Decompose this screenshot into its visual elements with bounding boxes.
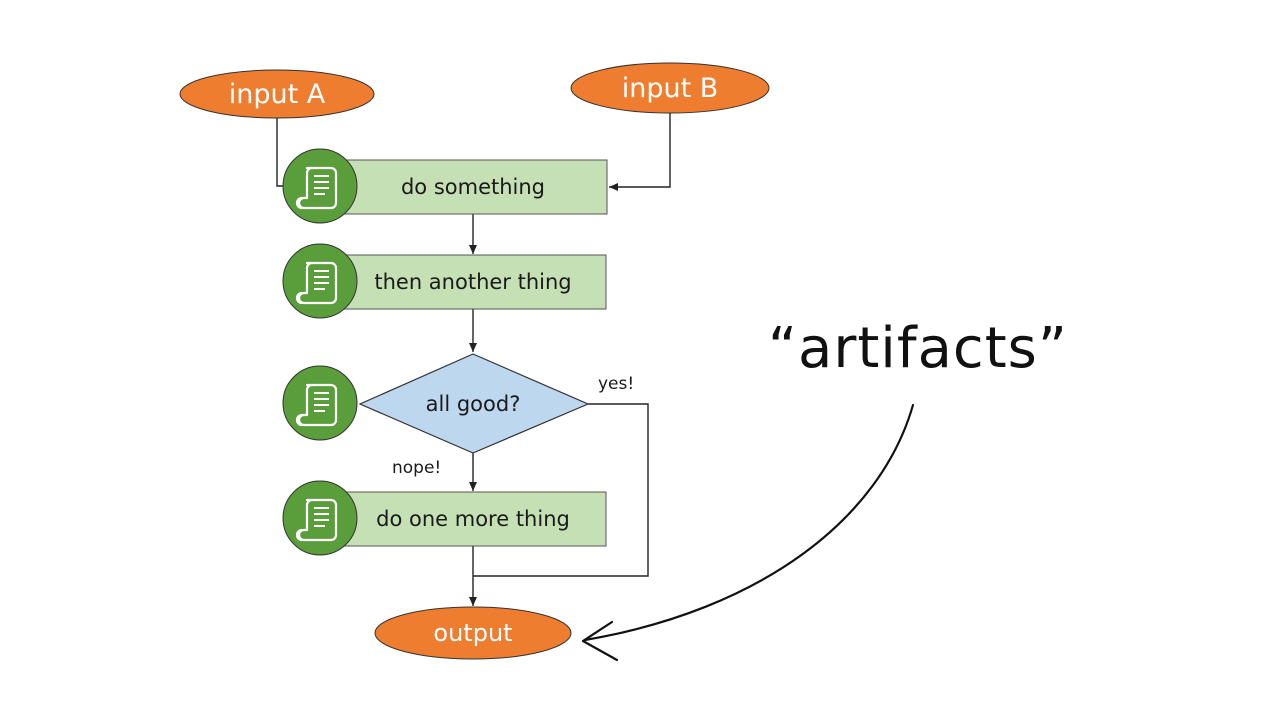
decision-diamond <box>358 353 590 454</box>
step3-label: do one more thing <box>376 507 570 531</box>
step1-label: do something <box>400 175 546 199</box>
annotation-arrowhead <box>581 620 619 662</box>
output-node <box>374 606 572 660</box>
nope-edge-label: nope! <box>392 458 442 478</box>
edge-input-b-to-step1 <box>609 112 671 191</box>
step3-box <box>321 491 607 547</box>
yes-edge-label: yes! <box>598 374 635 394</box>
scroll-icon <box>282 243 358 319</box>
edge-decision-yes <box>473 403 649 577</box>
step2-box <box>321 254 607 310</box>
input-b-node <box>570 62 770 114</box>
output-label: output <box>433 619 513 647</box>
input-a-label: input A <box>228 78 326 110</box>
artifacts-annotation: “artifacts” <box>768 316 1068 381</box>
annotation-arrow <box>583 403 915 642</box>
scroll-icon <box>282 148 358 224</box>
decision-label: all good? <box>425 392 521 416</box>
step1-box <box>321 159 608 215</box>
input-a-node <box>179 69 375 119</box>
scroll-icon <box>282 480 358 556</box>
input-b-label: input B <box>621 72 719 104</box>
scroll-icon <box>282 365 358 441</box>
step2-label: then another thing <box>374 270 572 294</box>
